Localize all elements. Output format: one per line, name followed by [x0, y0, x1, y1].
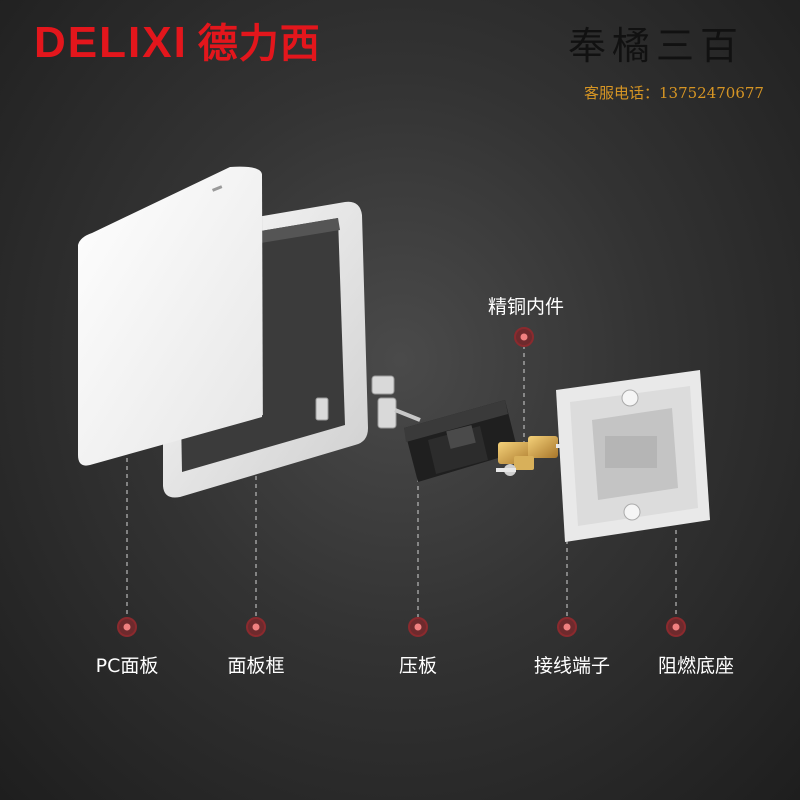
pc-panel: [78, 166, 263, 466]
store-watermark: 奉橘三百: [568, 24, 745, 68]
pressure-plate: [404, 400, 518, 482]
label-pressure-plate: 压板: [398, 655, 438, 677]
hotline-text: 客服电话：13752470677: [584, 84, 764, 102]
leader-lines: [126, 345, 677, 622]
label-copper-inner: 精铜内件: [487, 296, 565, 318]
markers: [117, 327, 686, 637]
label-panel-frame: 面板框: [227, 655, 285, 677]
mounting-clips: [315, 375, 421, 429]
label-terminals: 接线端子: [533, 655, 611, 677]
flame-retardant-base: [556, 370, 710, 542]
brand-cn: 德力西: [197, 21, 321, 67]
label-pc-panel: PC面板: [95, 655, 159, 677]
label-base: 阻燃底座: [657, 655, 735, 677]
brand-latin: DELIXI: [34, 18, 188, 67]
